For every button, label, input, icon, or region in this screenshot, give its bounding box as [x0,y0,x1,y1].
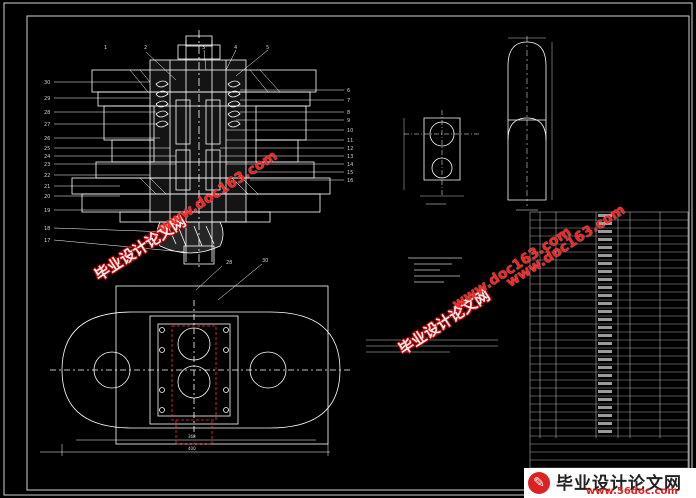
parts-list-cell-mark [598,310,612,313]
parts-list-cell-mark [598,302,612,305]
drawing-border-outer [3,2,693,496]
technical-notes [408,257,462,283]
balloon-6: 6 [347,88,350,94]
logo-mark-icon: ✎ [533,475,545,491]
balloon-1: 1 [104,45,107,51]
balloon-labels-left: 30 29 28 27 26 25 24 23 22 21 20 19 18 1… [44,80,50,244]
parts-list-cell-mark [598,374,612,377]
parts-list-cell-mark [598,230,612,233]
parts-list-cell-mark [598,398,612,401]
balloon-16: 16 [347,178,353,184]
parts-list-cell-mark [598,366,612,369]
die-section-view [71,30,331,270]
parts-list-cell-mark [598,270,612,273]
part-detail-view [403,110,480,205]
plan-red-outline [171,325,217,445]
parts-list-cell-mark [598,382,612,385]
site-logo[interactable]: ✎ 毕业设计论文网 www.56doc.com [524,468,696,498]
dimension-lower: 400 [188,446,196,451]
balloon-29: 29 [44,96,50,102]
parts-list-cell-mark [598,238,612,241]
parts-list-cell-mark [598,294,612,297]
balloon-15: 15 [347,170,353,176]
balloon-26: 26 [44,136,50,142]
parts-list-cell-mark [598,318,612,321]
balloon-14: 14 [347,162,353,168]
balloon-24: 24 [44,154,50,160]
balloon-30: 30 [44,80,50,86]
balloon-4: 4 [234,45,237,51]
parts-list-cell-mark [598,214,612,217]
balloon-28: 28 [44,110,50,116]
dimension-upper: 368 [188,434,196,439]
balloon-9: 9 [347,118,350,124]
section-leaders [53,49,344,253]
balloon-17: 17 [44,238,50,244]
balloon-2: 2 [144,45,147,51]
balloon-labels-right: 6 7 8 9 10 11 12 13 14 15 16 [347,88,353,184]
die-plan-view [40,263,352,456]
balloon-13: 13 [347,154,353,160]
balloon-11: 11 [347,138,353,144]
parts-list-cell-mark [598,254,612,257]
balloon-23: 23 [44,162,50,168]
parts-list-rows [530,214,688,477]
balloon-8: 8 [347,110,350,116]
logo-url: www.56doc.com [586,486,678,497]
logo-circle-icon [528,472,550,494]
logo-title: 毕业设计论文网 [556,474,682,494]
parts-list-cell-mark [598,278,612,281]
parts-list-cell-mark [598,246,612,249]
parts-list-cell-mark [598,422,612,425]
parts-list-cell-mark [598,358,612,361]
balloon-20: 20 [44,194,50,200]
parts-list-cell-mark [598,326,612,329]
balloon-19: 19 [44,208,50,214]
parts-list-cell-mark [598,262,612,265]
middle-note-lines [366,339,498,353]
balloon-labels-top: 1 2 3 4 5 [104,45,269,51]
parts-list-cell-mark [598,342,612,345]
balloon-22: 22 [44,173,50,179]
parts-list-cell-mark [598,286,612,289]
balloon-10: 10 [347,128,353,134]
balloon-plan-30: 30 [262,258,268,264]
drawing-border-inner [26,15,690,491]
balloon-12: 12 [347,146,353,152]
balloon-plan-28: 28 [226,260,232,266]
parts-list-cell-mark [598,414,612,417]
long-part-view [507,36,553,211]
parts-list-cell-mark [598,390,612,393]
parts-list-table [529,211,689,483]
parts-list-cell-mark [598,406,612,409]
parts-list-cell-mark [598,222,612,225]
balloon-25: 25 [44,146,50,152]
parts-list-cell-mark [598,430,612,433]
balloon-5: 5 [266,45,269,51]
balloon-21: 21 [44,184,50,190]
balloon-18: 18 [44,226,50,232]
parts-list-cell-mark [598,350,612,353]
balloon-27: 27 [44,122,50,128]
balloon-7: 7 [347,98,350,104]
parts-list-cell-mark [598,334,612,337]
balloon-3: 3 [202,45,205,51]
